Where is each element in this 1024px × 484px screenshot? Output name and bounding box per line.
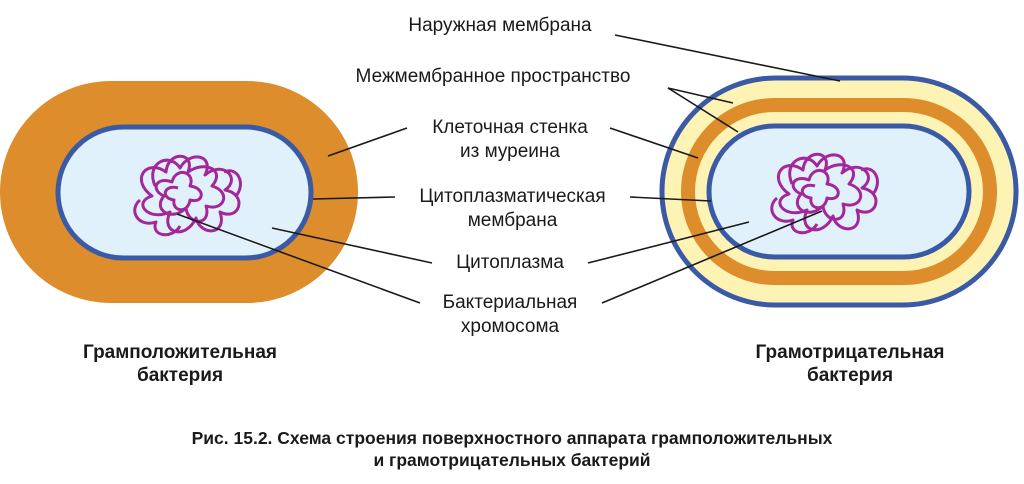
leader-outer-membrane <box>614 34 841 82</box>
leader-periplasm-outer <box>667 87 734 104</box>
label-outer-membrane: Наружная мембрана <box>355 14 645 38</box>
caption-gram-negative-line2: бактерия <box>806 365 894 386</box>
label-cell-wall: Клеточная стенка из муреина <box>390 116 630 164</box>
gram-negative-bacterium <box>659 75 1019 308</box>
label-cytoplasm: Цитоплазма <box>420 251 600 275</box>
figure-caption: Рис. 15.2. Схема строения поверхностного… <box>62 427 962 471</box>
caption-gram-negative: Грамотрицательная бактерия <box>700 341 1000 387</box>
caption-gram-positive-line2: бактерия <box>136 365 224 386</box>
label-chromosome: Бактериальная хромосома <box>405 291 615 339</box>
gram-positive-chromosome <box>133 154 242 237</box>
gram-negative-chromosome <box>770 152 879 235</box>
figure-caption-line2: и грамотрицательных бактерий <box>373 450 651 470</box>
label-periplasm-text: Межмембранное пространство <box>355 66 631 87</box>
label-outer-membrane-text: Наружная мембрана <box>408 15 592 36</box>
leader-cyto-membrane-right <box>629 196 712 202</box>
caption-gram-positive-line1: Грамположительная <box>83 342 277 363</box>
leader-cell-wall-left <box>327 127 408 157</box>
label-cyto-membrane-line2: мембрана <box>467 210 558 231</box>
label-chromosome-line2: хромосома <box>460 316 560 337</box>
label-cytoplasm-text: Цитоплазма <box>456 252 564 273</box>
leader-lines <box>176 34 841 304</box>
leader-cytoplasm-left <box>271 227 433 264</box>
label-cell-wall-line1: Клеточная стенка <box>432 117 588 138</box>
leader-cyto-membrane-left <box>312 196 396 200</box>
label-periplasm: Межмембранное пространство <box>318 65 668 89</box>
gram-positive-cytoplasmic-membrane <box>55 124 314 261</box>
label-cyto-membrane: Цитоплазматическая мембрана <box>385 185 640 233</box>
leader-cytoplasm-right <box>587 221 750 264</box>
label-chromosome-line1: Бактериальная <box>442 292 578 313</box>
gram-positive-bacterium <box>0 81 358 303</box>
label-cyto-membrane-line1: Цитоплазматическая <box>419 186 606 207</box>
leader-chromosome-right <box>601 210 823 304</box>
caption-gram-negative-line1: Грамотрицательная <box>755 342 945 363</box>
leader-periplasm-inner <box>667 87 739 133</box>
figure-caption-line1: Рис. 15.2. Схема строения поверхностного… <box>191 428 833 448</box>
leader-chromosome-left <box>176 213 421 304</box>
caption-gram-positive: Грамположительная бактерия <box>30 341 330 387</box>
label-cell-wall-line2: из муреина <box>460 141 560 162</box>
leader-cell-wall-right <box>609 127 699 159</box>
